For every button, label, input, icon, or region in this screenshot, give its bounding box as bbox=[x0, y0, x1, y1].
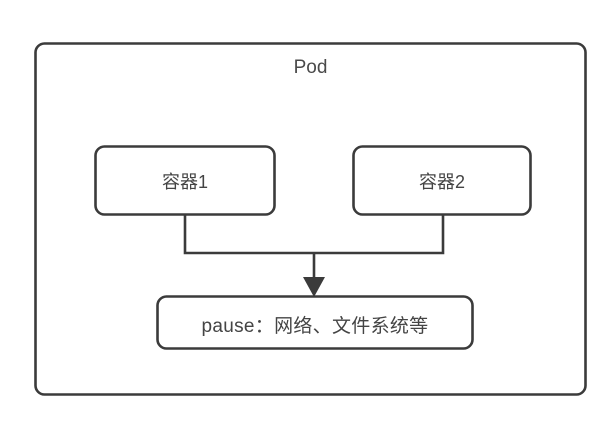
edge-container2-to-pause bbox=[314, 214, 445, 255]
pod-title: Pod bbox=[293, 57, 328, 78]
pause-label: pause：网络、文件系统等 bbox=[201, 316, 429, 337]
edge-container1-to-pause bbox=[183, 214, 314, 255]
pause-box bbox=[156, 295, 474, 350]
container2-label: 容器2 bbox=[418, 172, 465, 192]
arrow-head-icon bbox=[303, 277, 325, 297]
container1-label: 容器1 bbox=[161, 172, 208, 192]
